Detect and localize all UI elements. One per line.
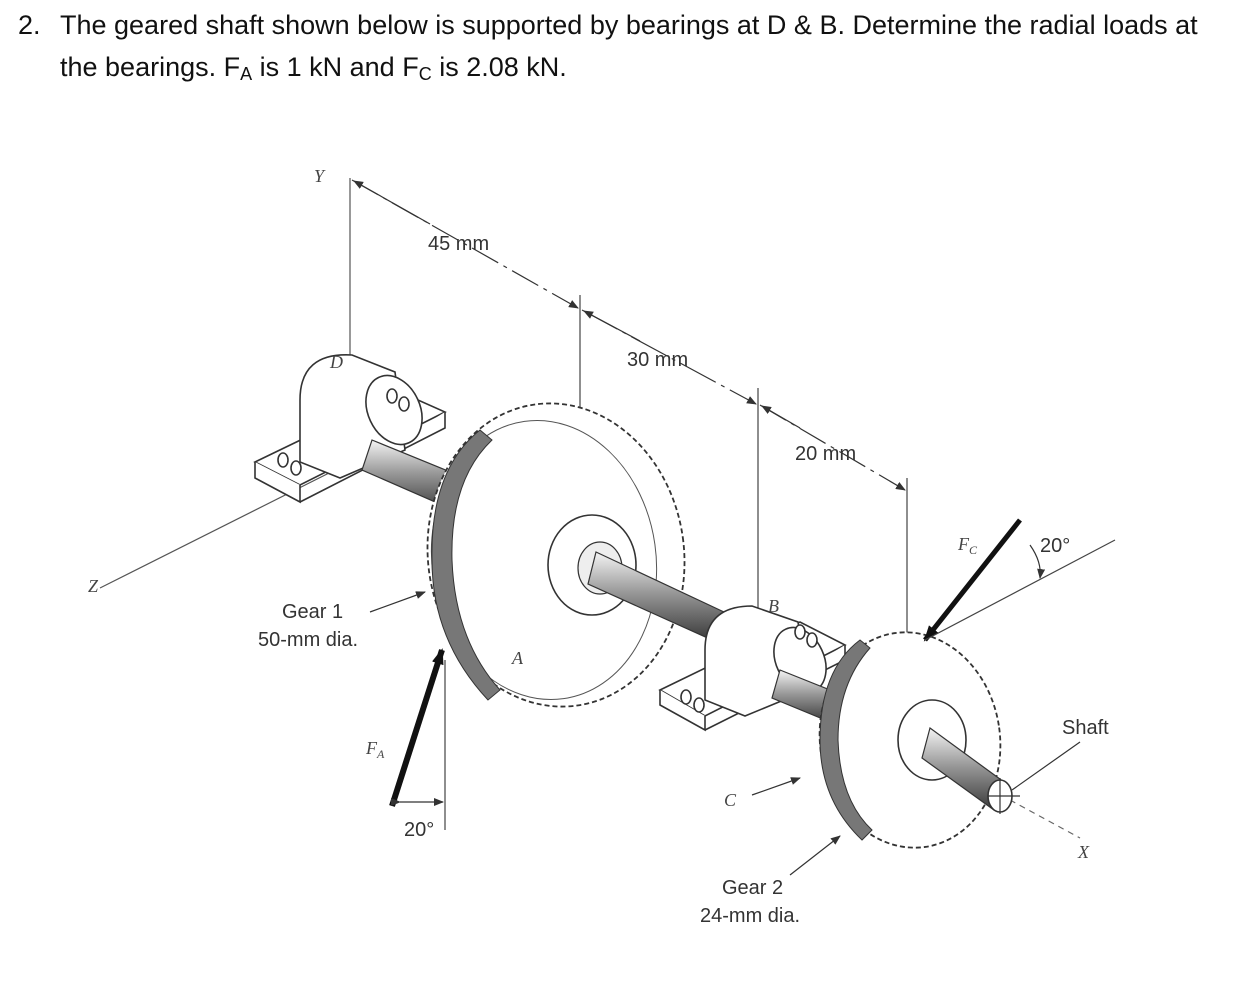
gear2-dia-label: 24-mm dia. — [700, 905, 800, 927]
fc-angle-ref — [924, 539, 1116, 641]
force-fc-label: FC — [957, 534, 978, 557]
dim-line-20-start — [761, 405, 801, 429]
shaft-label: Shaft — [1062, 717, 1109, 739]
point-a-label: A — [511, 648, 524, 668]
gear1-name-label: Gear 1 — [282, 601, 343, 623]
fc-subscript: C — [418, 64, 432, 84]
axis-z-label: Z — [88, 576, 99, 596]
gear2-leader — [789, 835, 841, 876]
force-fc-subscript: C — [969, 543, 978, 557]
axis-y-label: Y — [314, 166, 326, 186]
dim-30-label: 30 mm — [627, 349, 688, 371]
dim-45-label: 45 mm — [428, 233, 489, 255]
line2-end: is 2.08 kN. — [431, 52, 567, 82]
problem-line-1: The geared shaft shown below is supporte… — [60, 10, 1198, 40]
point-d-label: D — [329, 352, 343, 372]
point-c-label: C — [724, 790, 737, 810]
problem-number: 2. — [18, 10, 41, 40]
shaft-leader — [1011, 741, 1081, 791]
fc-angle-arc — [1029, 544, 1046, 579]
line2-mid: is 1 kN and F — [252, 52, 419, 82]
angle-fa-label: 20° — [404, 819, 434, 841]
problem-line-2: the bearings. FA is 1 kN and FC is 2.08 … — [60, 46, 567, 95]
fa-subscript: A — [240, 64, 253, 84]
dim-line-45-start — [353, 180, 431, 225]
force-fa-subscript: A — [376, 747, 385, 761]
dim-20-label: 20 mm — [795, 443, 856, 465]
gear2-name-label: Gear 2 — [722, 877, 783, 899]
gear1-dia-label: 50-mm dia. — [258, 629, 358, 651]
z-axis-line — [99, 464, 346, 589]
point-c-leader — [751, 777, 801, 796]
dim-line-45 — [351, 179, 579, 309]
force-fa-arrow — [389, 648, 445, 807]
force-fc-arrow — [923, 518, 1022, 642]
gear-1 — [426, 402, 686, 708]
angle-fc-label: 20° — [1040, 535, 1070, 557]
line2-prefix: the bearings. F — [60, 52, 241, 82]
force-fa-letter: F — [365, 738, 378, 758]
force-fa-label: FA — [365, 738, 385, 761]
axis-x-label: X — [1077, 842, 1090, 862]
point-b-label: B — [768, 596, 779, 616]
dim-line-30-start — [583, 310, 641, 342]
force-fc-letter: F — [957, 534, 970, 554]
gear1-leader — [369, 591, 426, 613]
x-axis-line — [1009, 799, 1081, 839]
